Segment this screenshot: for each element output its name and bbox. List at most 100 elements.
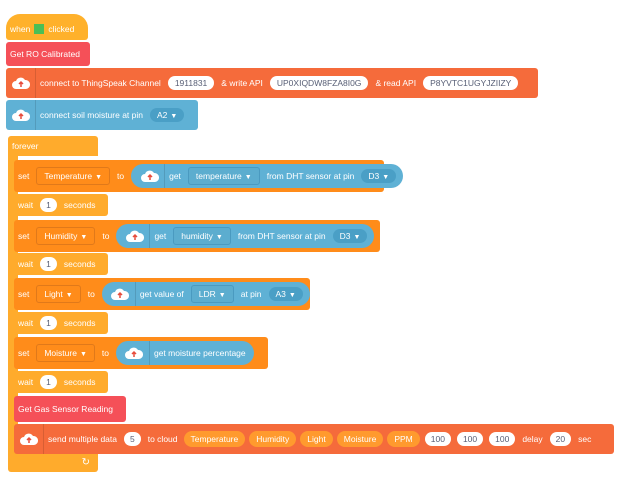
clicked-label: clicked (48, 24, 75, 34)
field-light[interactable]: Light (300, 431, 333, 447)
from-label: from DHT sensor at pin (266, 171, 355, 181)
pin-dropdown[interactable]: D3▼ (361, 169, 397, 183)
pin-dropdown[interactable]: D3▼ (332, 229, 368, 243)
get-label: get value of (139, 289, 184, 299)
field-temperature[interactable]: Temperature (183, 431, 246, 447)
field-moisture[interactable]: Moisture (336, 431, 384, 447)
moisture-reporter[interactable]: get moisture percentage (115, 341, 254, 365)
to-cloud-label: to cloud (147, 434, 178, 444)
value-input[interactable]: 100 (489, 432, 516, 446)
set-label: set (18, 171, 30, 181)
set-label: set (18, 348, 30, 358)
seconds-label: seconds (63, 377, 96, 387)
chevron-down-icon: ▼ (80, 234, 88, 241)
seconds-label: seconds (63, 318, 96, 328)
wait-input[interactable]: 1 (40, 375, 57, 389)
wait-label: wait (18, 200, 34, 210)
wait-input[interactable]: 1 (40, 257, 57, 271)
write-api-input[interactable]: UP0XIQDW8FZA8I0G (269, 76, 369, 90)
channel-input[interactable]: 1911831 (167, 76, 215, 90)
get-label: get moisture percentage (153, 348, 246, 358)
seconds-label: seconds (63, 200, 96, 210)
variable-value: Light (44, 289, 63, 299)
cloud-upload-icon (14, 424, 44, 454)
cloud-upload-icon (120, 224, 151, 248)
variable-dropdown[interactable]: Temperature▼ (36, 167, 110, 185)
sensor-value: LDR (198, 289, 216, 299)
delay-input[interactable]: 20 (549, 432, 572, 446)
ldr-reporter[interactable]: get value of LDR▼ at pin A3▼ (101, 282, 310, 306)
field-ppm[interactable]: PPM (387, 431, 420, 447)
set-label: set (18, 289, 30, 299)
wait-input[interactable]: 1 (40, 198, 57, 212)
to-label: to (102, 231, 110, 241)
chevron-down-icon: ▼ (382, 174, 390, 181)
chevron-down-icon: ▼ (95, 174, 102, 181)
ro-label: Get RO Calibrated (10, 49, 80, 59)
field-humidity[interactable]: Humidity (249, 431, 297, 447)
set-moisture-block[interactable]: set Moisture▼ to get moisture percentage (14, 337, 268, 369)
variable-dropdown[interactable]: Moisture▼ (36, 344, 95, 362)
measure-value: humidity (181, 231, 213, 241)
pin-value: A3 (275, 289, 286, 299)
cloud-upload-icon (6, 100, 36, 130)
get-ro-calibrated-block[interactable]: Get RO Calibrated (6, 42, 90, 66)
set-temperature-block[interactable]: set Temperature▼ to get temperature▼ fro… (14, 160, 404, 192)
when-label: when (10, 24, 31, 34)
write-label: & write API (221, 78, 263, 88)
chevron-down-icon: ▼ (288, 292, 296, 299)
dht-reporter[interactable]: get humidity▼ from DHT sensor at pin D3▼ (116, 224, 375, 248)
chevron-down-icon: ▼ (79, 351, 87, 358)
value-input[interactable]: 100 (456, 432, 484, 446)
to-label: to (101, 348, 109, 358)
dht-reporter[interactable]: get temperature▼ from DHT sensor at pin … (131, 164, 404, 188)
gas-label: Get Gas Sensor Reading (18, 404, 113, 414)
send-label: send multiple data (48, 434, 117, 444)
get-label: get (154, 231, 167, 241)
pin-dropdown[interactable]: A3▼ (268, 287, 303, 301)
forever-label: forever (12, 141, 39, 151)
set-humidity-block[interactable]: set Humidity▼ to get humidity▼ from DHT … (14, 220, 380, 252)
cloud-upload-icon (120, 341, 150, 365)
thingspeak-block[interactable]: connect to ThingSpeak Channel 1911831 & … (6, 68, 538, 98)
variable-value: Temperature (44, 171, 93, 181)
get-gas-sensor-block[interactable]: Get Gas Sensor Reading (14, 396, 126, 422)
pin-value: D3 (339, 231, 351, 241)
wait-label: wait (18, 377, 34, 387)
soil-pin-dropdown[interactable]: A2▼ (150, 108, 185, 122)
variable-value: Moisture (44, 348, 77, 358)
variable-dropdown[interactable]: Humidity▼ (36, 227, 96, 245)
sensor-dropdown[interactable]: LDR▼ (190, 285, 234, 303)
cloud-upload-icon (6, 68, 36, 98)
soil-label: connect soil moisture at pin (40, 110, 143, 120)
wait-label: wait (18, 318, 34, 328)
wait-input[interactable]: 1 (40, 316, 57, 330)
wait-block[interactable]: wait 1 seconds (14, 312, 108, 334)
thingspeak-label: connect to ThingSpeak Channel (40, 78, 161, 88)
loop-arrow-icon: ↻ (81, 456, 90, 468)
chevron-down-icon: ▼ (244, 174, 252, 181)
variable-dropdown[interactable]: Light▼ (36, 285, 81, 303)
chevron-down-icon: ▼ (170, 113, 178, 120)
forever-block[interactable]: forever (8, 136, 98, 156)
count-input[interactable]: 5 (124, 432, 141, 446)
soil-pin-value: A2 (157, 110, 168, 120)
measure-dropdown[interactable]: temperature▼ (187, 167, 260, 185)
wait-block[interactable]: wait 1 seconds (14, 194, 108, 216)
green-flag-icon (34, 24, 45, 34)
pin-value: D3 (368, 171, 380, 181)
variable-value: Humidity (44, 231, 78, 241)
wait-block[interactable]: wait 1 seconds (14, 371, 108, 393)
wait-label: wait (18, 259, 34, 269)
value-input[interactable]: 100 (424, 432, 451, 446)
send-multiple-data-block[interactable]: send multiple data 5 to cloud Temperatur… (14, 424, 614, 454)
read-api-input[interactable]: P8YVTC1UGYJZIIZY (423, 76, 519, 90)
forever-bottom: ↻ (8, 452, 98, 472)
measure-dropdown[interactable]: humidity▼ (173, 227, 231, 245)
wait-block[interactable]: wait 1 seconds (14, 253, 108, 275)
to-label: to (117, 171, 125, 181)
set-light-block[interactable]: set Light▼ to get value of LDR▼ at pin A… (14, 278, 310, 310)
soil-moisture-connect-block[interactable]: connect soil moisture at pin A2▼ (6, 100, 198, 130)
cloud-upload-icon (106, 282, 136, 306)
when-flag-clicked-block[interactable]: when clicked (6, 14, 88, 40)
